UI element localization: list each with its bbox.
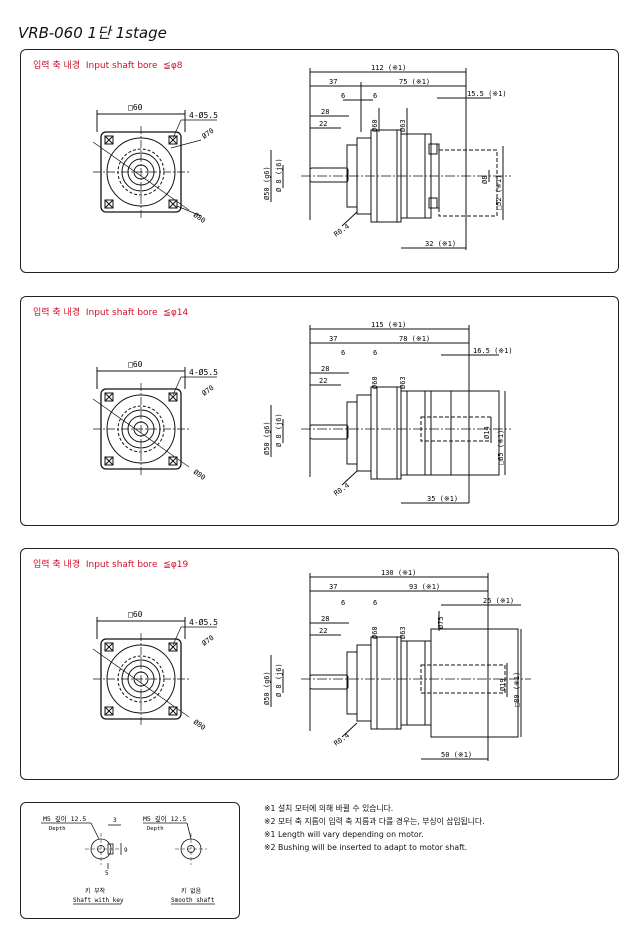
tail-length: 25 (※1) [483,597,514,605]
square-right: □52 (※1) [495,175,503,210]
phi63: Ø63 [399,376,407,389]
drawing-panel-bore-19: 입력 축 내경 Input shaft bore ≦φ19 [20,548,619,780]
side-view [270,573,531,761]
phi-shaft: Ø 8 (j6) [275,413,283,447]
right-length: 78 (※1) [399,335,430,343]
dim-22: 22 [319,377,327,385]
key-width: 3 [113,817,117,824]
footnote: ※2 Bushing will be inserted to adapt to … [264,843,468,852]
shaft-detail-drawing: M5 깊이 12.5 Depth M5 깊이 12.5 Depth 3 9 5 … [41,814,215,905]
square-dim: □60 [128,360,143,369]
panel-drawing: □60 4-Ø5.5 Ø70 Ø80 130 (※1) 37 93 (※1) 2… [92,569,531,761]
footnotes: ※1 설치 모터에 의해 바뀔 수 있습니다. ※2 모터 축 지름이 입력 축… [264,802,624,854]
diag-dim: Ø80 [192,211,207,225]
phi50: Ø50 (g6) [263,671,271,705]
footnote: ※2 모터 축 지름이 입력 축 지름과 다를 경우는, 부싱이 삽입됩니다. [264,817,485,826]
bottom-length: 32 (※1) [425,240,456,248]
front-view [92,617,217,725]
pcd-dim: Ø70 [201,127,216,141]
phi60: Ø60 [371,626,379,639]
holes-dim: 4-Ø5.5 [189,367,218,377]
left-length: 37 [329,583,337,591]
shaft-detail-box: M5 깊이 12.5 Depth M5 깊이 12.5 Depth 3 9 5 … [20,802,240,919]
depth-label-key: Depth [49,826,66,832]
dim-6b: 6 [373,349,377,357]
phi-shaft: Ø 8 (j6) [275,158,283,192]
dim-22: 22 [319,627,327,635]
bore-dim: Ø14 [483,426,491,439]
tail-length: 16.5 (※1) [473,347,513,355]
diag-dim: Ø80 [192,718,207,732]
panel-label: 입력 축 내경 Input shaft bore ≦φ19 [33,560,189,570]
front-view [92,367,217,475]
dim-6b: 6 [373,599,377,607]
r04: R0.4 [333,222,351,238]
phi60: Ø60 [371,119,379,132]
smooth-shaft-en: Smooth shaft [171,897,215,904]
dim-28: 28 [321,615,329,623]
tap-label-smooth: M5 깊이 12.5 [143,814,186,823]
dim-6a: 6 [341,92,345,100]
phi60: Ø60 [371,376,379,389]
depth-label-smooth: Depth [147,826,164,832]
key-shaft-en: Shaft with key [73,897,124,904]
square-dim: □60 [128,103,143,112]
holes-dim: 4-Ø5.5 [189,110,218,120]
phi50: Ø50 (g6) [263,166,271,200]
page-title: VRB-060 1단 1stage [18,24,167,42]
footnote: ※1 설치 모터에 의해 바뀔 수 있습니다. [264,804,394,813]
total-length: 115 (※1) [371,321,406,329]
front-view [92,110,217,218]
holes-dim: 4-Ø5.5 [189,617,218,627]
left-length: 37 [329,78,337,86]
phi75: Ø75 [437,616,445,629]
side-view [270,68,511,250]
square-dim: □60 [128,610,143,619]
drawing-panel-bore-14: 입력 축 내경 Input shaft bore ≦φ14 [20,296,619,526]
bottom-length: 35 (※1) [427,495,458,503]
key-depth: 5 [105,870,109,877]
panel-drawing: □60 4-Ø5.5 Ø70 Ø80 115 (※1) 37 78 (※1) 1… [92,321,513,504]
dim-28: 28 [321,365,329,373]
dim-28: 28 [321,108,329,116]
square-right: □80 (※1) [513,672,521,707]
phi-shaft: Ø 8 (j6) [275,663,283,697]
total-length: 112 (※1) [371,64,406,72]
square-right: □65 (※1) [497,430,505,465]
side-view [270,325,511,504]
pcd-dim: Ø70 [201,384,216,398]
pcd-dim: Ø70 [201,634,216,648]
phi50: Ø50 (g6) [263,421,271,455]
total-length: 130 (※1) [381,569,416,577]
dim-22: 22 [319,120,327,128]
panel-drawing: □60 4-Ø5.5 Ø70 Ø80 112 (※1) 37 75 (※1) 1… [92,64,511,250]
key-shaft-kr: 키 부착 [85,887,106,895]
footnote: ※1 Length will vary depending on motor. [264,830,424,839]
bore-dim: Ø8 [481,176,489,184]
smooth-shaft-kr: 키 없음 [181,887,202,895]
right-length: 93 (※1) [409,583,440,591]
tap-label-key: M5 깊이 12.5 [43,814,86,823]
dim-6a: 6 [341,349,345,357]
right-length: 75 (※1) [399,78,430,86]
bore-dim: Ø19 [499,678,507,691]
dim-6a: 6 [341,599,345,607]
phi63: Ø63 [399,119,407,132]
r04: R0.4 [333,731,351,747]
key-height: 9 [124,847,128,854]
tail-length: 15.5 (※1) [467,90,507,98]
phi63: Ø63 [399,626,407,639]
diag-dim: Ø80 [192,468,207,482]
panel-label: 입력 축 내경 Input shaft bore ≦φ8 [33,61,183,71]
r04: R0.4 [333,481,351,497]
left-length: 37 [329,335,337,343]
panel-label: 입력 축 내경 Input shaft bore ≦φ14 [33,308,189,318]
drawing-panel-bore-8: 입력 축 내경 Input shaft bore ≦φ8 [20,49,619,273]
dim-6b: 6 [373,92,377,100]
bottom-length: 50 (※1) [441,751,472,759]
